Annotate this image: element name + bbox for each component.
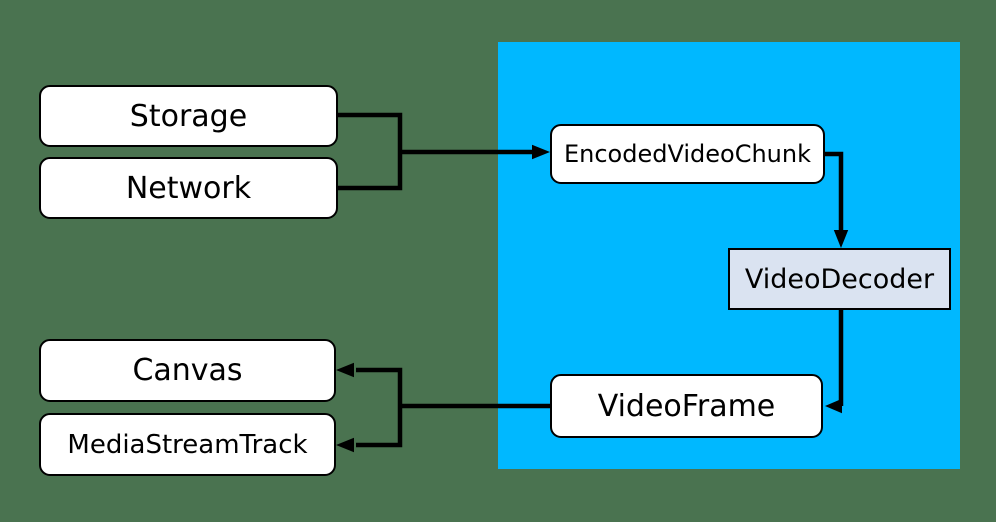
node-storage-label: Storage: [129, 98, 248, 134]
node-network-label: Network: [125, 170, 252, 206]
node-video-frame: VideoFrame: [550, 374, 823, 438]
node-network: Network: [39, 157, 338, 219]
node-video-frame-label: VideoFrame: [597, 388, 776, 424]
arrowhead-into-mediastreamtrack: [336, 437, 354, 453]
node-canvas-label: Canvas: [132, 353, 243, 388]
node-media-stream-track: MediaStreamTrack: [39, 413, 336, 476]
node-video-decoder-label: VideoDecoder: [744, 263, 935, 295]
node-storage: Storage: [39, 85, 338, 147]
node-encoded-video-chunk-label: EncodedVideoChunk: [563, 140, 812, 168]
node-video-decoder: VideoDecoder: [728, 248, 951, 310]
node-canvas: Canvas: [39, 339, 336, 402]
arrowhead-into-canvas: [336, 362, 354, 378]
node-encoded-video-chunk: EncodedVideoChunk: [550, 124, 825, 184]
node-media-stream-track-label: MediaStreamTrack: [67, 429, 308, 460]
